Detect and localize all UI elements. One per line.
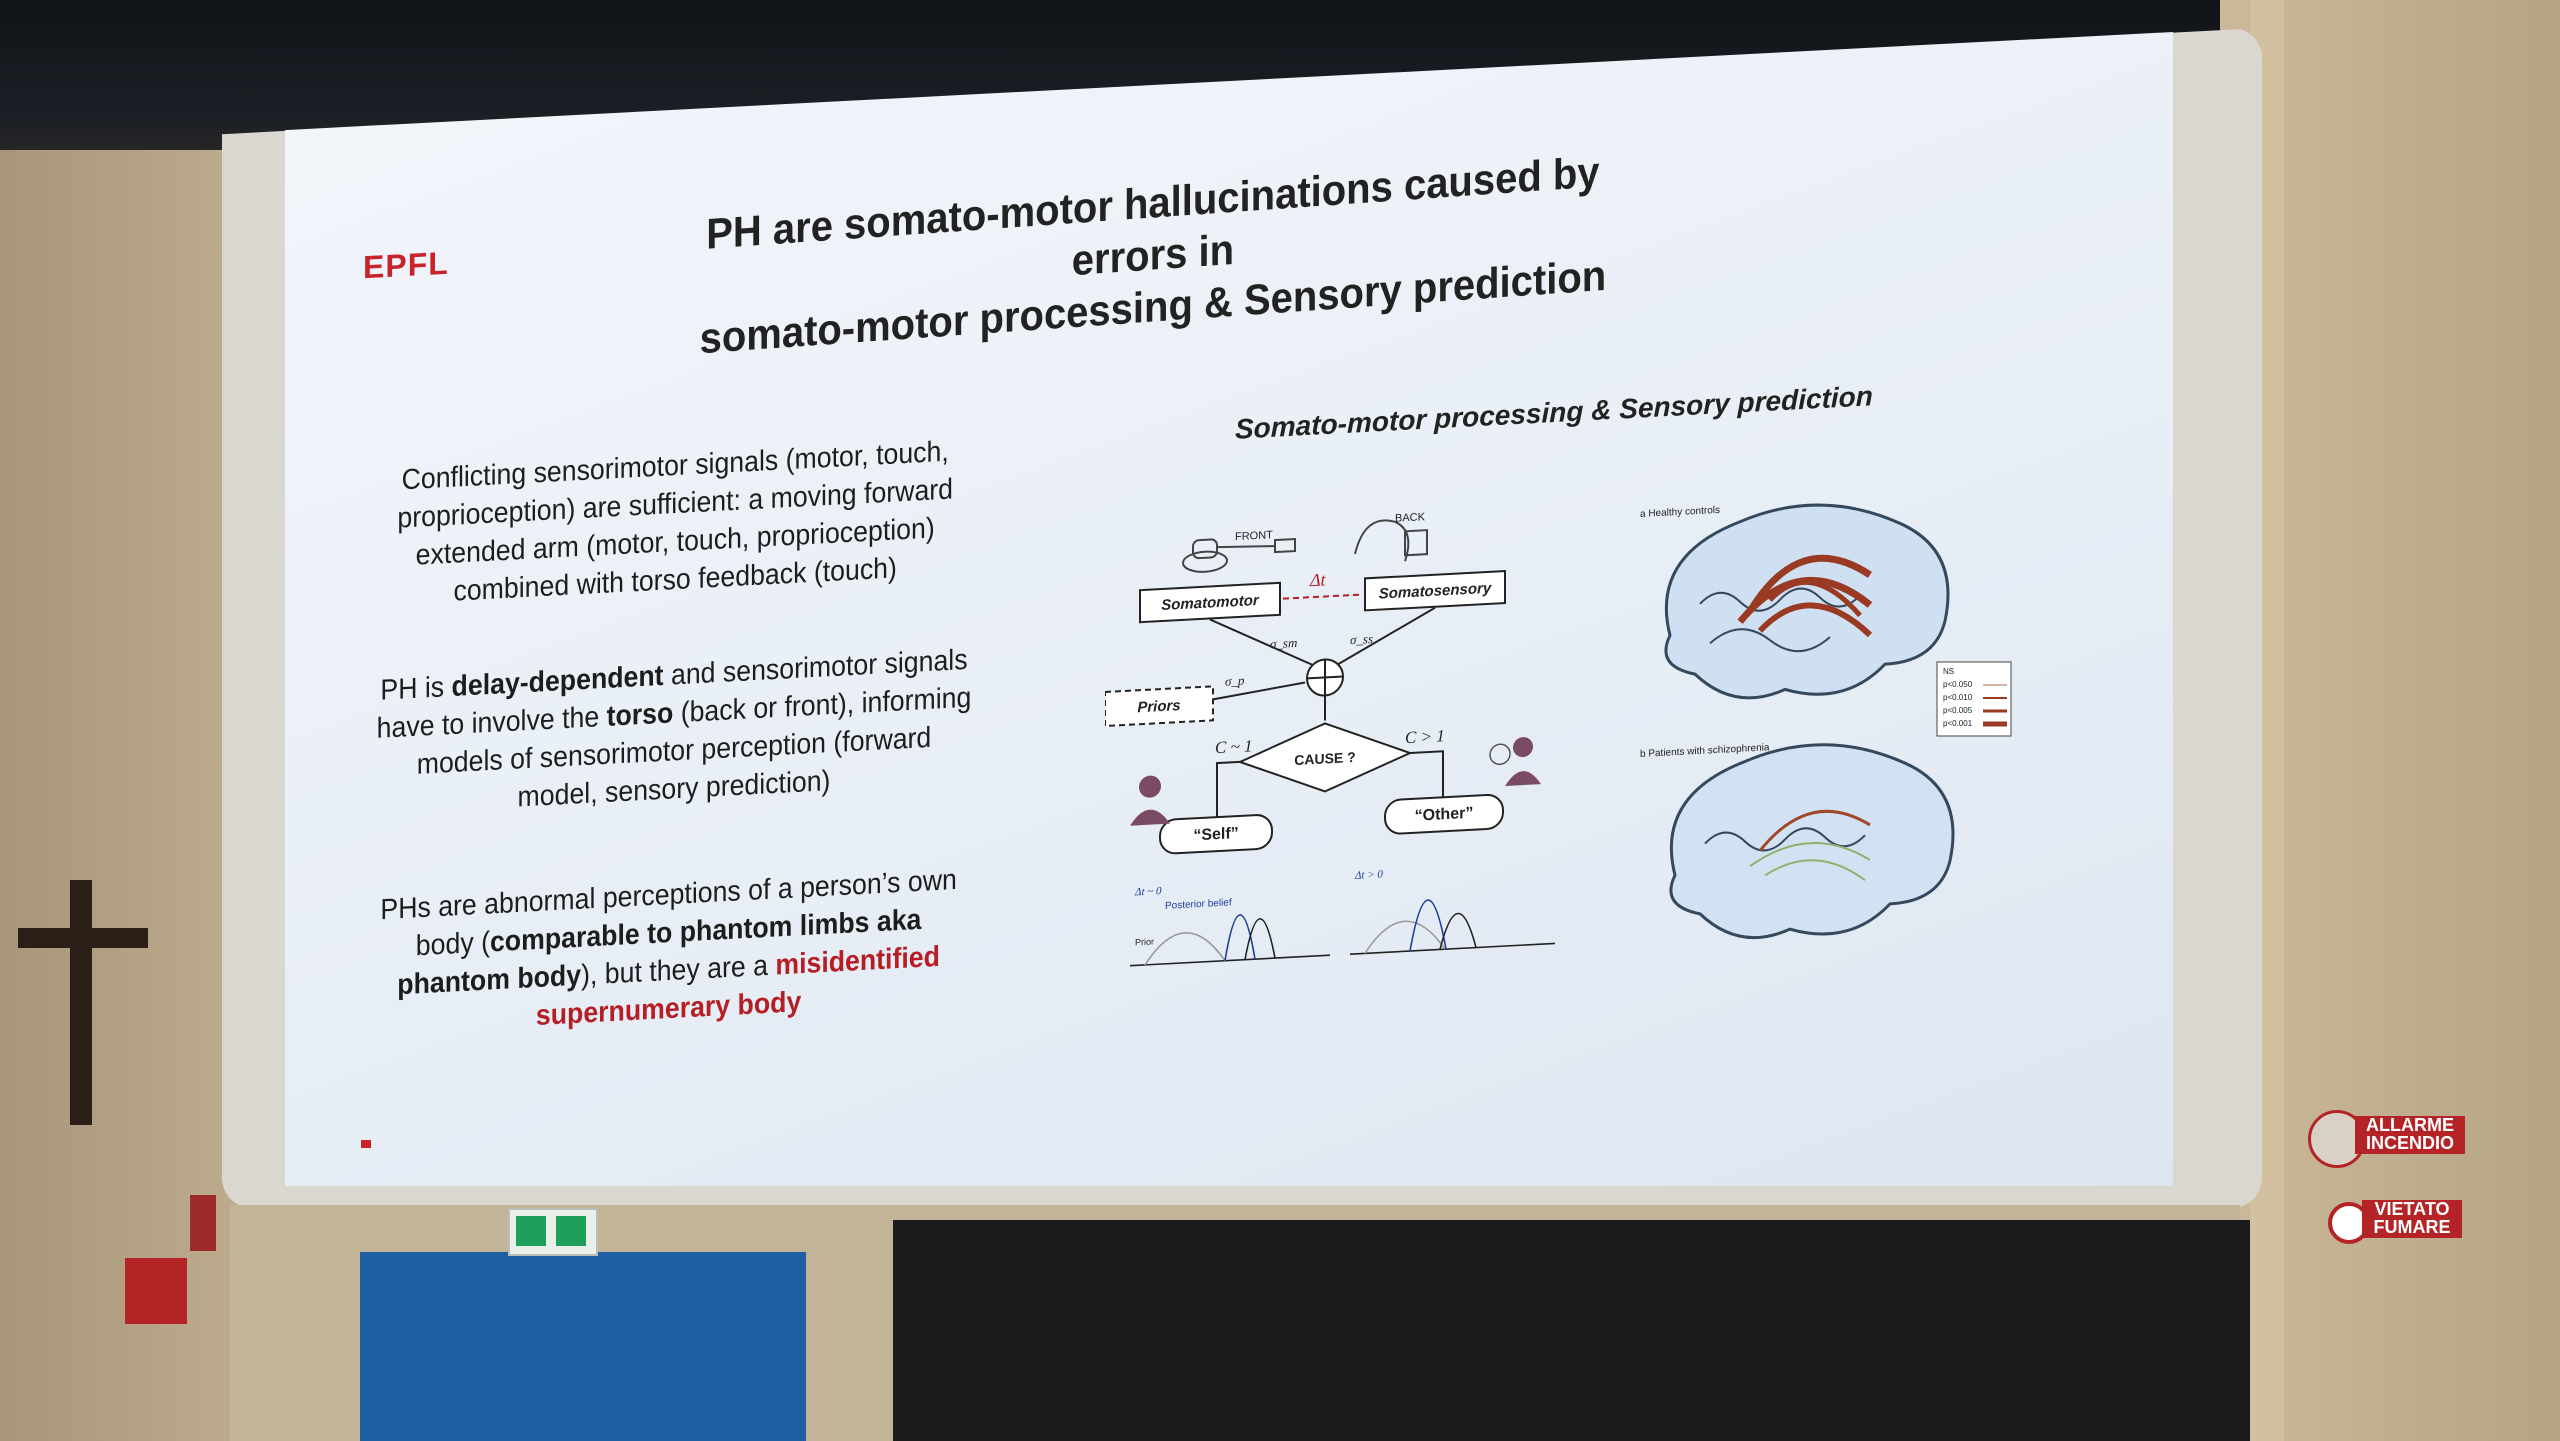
brain-a-label: a Healthy controls	[1640, 505, 1720, 520]
significance-legend: NS p<0.050 p<0.010 p<0.005 p<0.001	[1936, 661, 2012, 737]
projected-slide: EPFL PH are somato-motor hallucinations …	[285, 32, 2173, 1186]
brain-healthy-controls: a Healthy controls	[1640, 503, 1950, 700]
forward-model-diagram: FRONT BACK Somatomotor Somatosensory Δt …	[1105, 511, 1555, 967]
back-label: BACK	[1395, 511, 1426, 525]
self-box	[1159, 814, 1273, 855]
somatosensory-box	[1364, 569, 1506, 612]
p2-text-e: (back or front), informing models of sen…	[416, 681, 972, 814]
blue-door	[360, 1252, 806, 1441]
dt-positive-label: Δt > 0	[1354, 868, 1383, 882]
front-robot-icon	[1182, 537, 1296, 573]
back-robot-icon	[1354, 519, 1428, 562]
cause-diamond	[1237, 722, 1413, 793]
somatosensory-label: Somatosensory	[1379, 580, 1492, 603]
sigma-sm-label: σ_sm	[1270, 635, 1297, 651]
crucifix-icon	[18, 880, 148, 1125]
delay-arrow	[1283, 593, 1362, 600]
prior-label: Prior	[1135, 936, 1154, 947]
paragraph-delay-dependent: PH is delay-dependent and sensorimotor s…	[375, 641, 973, 824]
paragraph-conflicting-signals: Conflicting sensorimotor signals (motor,…	[397, 435, 954, 608]
slide-title: PH are somato-motor hallucinations cause…	[660, 143, 1646, 368]
other-box	[1384, 793, 1504, 835]
other-person-icon	[1489, 737, 1541, 787]
p3-text-c: ), but they are a	[581, 949, 776, 992]
c-self-label: C ~ 1	[1215, 736, 1253, 757]
exit-sign	[508, 1208, 598, 1256]
front-label: FRONT	[1235, 529, 1273, 543]
exit-arrow-icon	[556, 1216, 586, 1246]
somatomotor-label: Somatomotor	[1161, 592, 1260, 614]
ss-arrow	[1336, 606, 1436, 666]
posterior-label: Posterior belief	[1165, 897, 1232, 911]
c-other-label: C > 1	[1405, 726, 1445, 747]
dark-monitor	[893, 1220, 2250, 1441]
dt-zero-label: Δt ~ 0	[1134, 885, 1162, 898]
brain-schizophrenia: b Patients with schizophrenia	[1640, 742, 1955, 940]
brain-b-label: b Patients with schizophrenia	[1640, 742, 1770, 760]
sm-arrow	[1209, 618, 1316, 667]
delta-t-label: Δt	[1309, 569, 1327, 590]
slide-red-mark	[361, 1140, 371, 1148]
distribution-plot-sync	[1130, 914, 1330, 967]
wall-red-box	[190, 1195, 216, 1251]
priors-box	[1105, 685, 1214, 728]
p2-bold-delay: delay-dependent	[451, 659, 664, 703]
legend-ns: NS	[1943, 667, 1954, 676]
legend-p010: p<0.010	[1943, 693, 1973, 702]
p2-text-a: PH is	[380, 670, 452, 707]
legend-p005: p<0.005	[1943, 706, 1973, 715]
fire-alarm-sign: ALLARME INCENDIO	[2355, 1116, 2465, 1154]
fire-extinguisher-sign	[125, 1258, 187, 1324]
priors-label: Priors	[1137, 697, 1180, 716]
distribution-plot-delay	[1350, 899, 1555, 955]
exit-person-icon	[516, 1216, 546, 1246]
fiber-tract-icon	[1747, 554, 1873, 613]
legend-p001: p<0.001	[1943, 719, 1973, 728]
figure-subtitle: Somato-motor processing & Sensory predic…	[1235, 380, 1873, 445]
epfl-logo: EPFL	[363, 244, 449, 286]
paragraph-abnormal-perceptions: PHs are abnormal perceptions of a person…	[365, 860, 972, 1044]
other-label: “Other”	[1415, 805, 1474, 825]
priors-arrow	[1212, 681, 1306, 701]
cause-label: CAUSE ?	[1294, 749, 1355, 768]
self-person-icon	[1130, 775, 1170, 826]
p2-bold-torso: torso	[606, 697, 674, 733]
sigma-p-label: σ_p	[1225, 673, 1245, 689]
sigma-ss-label: σ_ss	[1350, 631, 1373, 647]
self-label: “Self”	[1193, 825, 1238, 844]
no-smoking-sign: VIETATO FUMARE	[2362, 1200, 2462, 1238]
somatomotor-box	[1139, 581, 1281, 624]
legend-p050: p<0.050	[1943, 680, 1973, 689]
